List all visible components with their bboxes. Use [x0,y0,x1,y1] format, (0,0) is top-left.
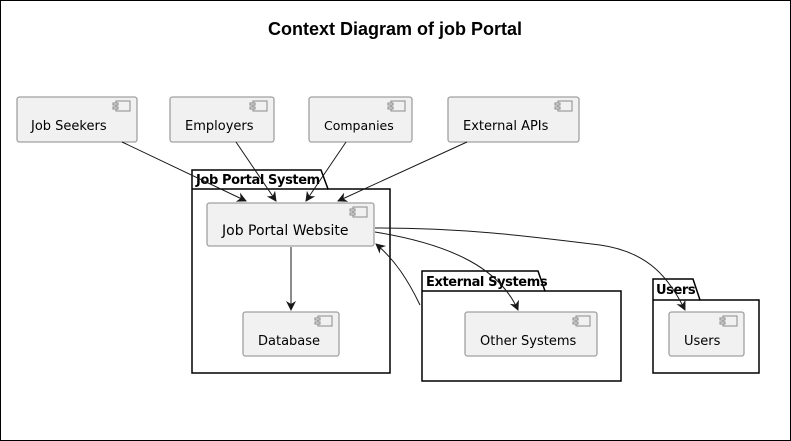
component-job-portal-website: Job Portal Website [206,202,375,247]
package-label-external-systems: External Systems [426,275,548,290]
component-job-seekers: Job Seekers [16,96,138,143]
package-label-users: Users [656,283,696,298]
component-companies: Companies [308,96,413,143]
component-label-job-portal-website: Job Portal Website [221,223,349,239]
component-label-other-systems: Other Systems [480,334,577,349]
edge-other-systems-to-website [375,243,421,306]
component-external-apis: External APIs [447,96,580,143]
package-label-job-portal-system: Job Portal System [195,173,320,188]
edge-external-apis-to-website [337,141,468,202]
component-other-systems: Other Systems [464,311,598,357]
component-icon [349,206,368,218]
edge-website-to-other-systems [374,231,519,311]
component-icon [249,100,268,112]
component-label-employers: Employers [185,119,254,134]
component-icon [719,315,738,327]
component-label-users: Users [684,334,721,349]
component-icon [387,100,406,112]
edge-companies-to-website [305,141,347,202]
component-label-external-apis: External APIs [463,119,549,134]
edge-job-seekers-to-website [121,141,247,202]
component-users: Users [668,311,745,357]
component-label-job-seekers: Job Seekers [30,119,107,134]
component-database: Database [242,311,340,357]
edge-employers-to-website [235,141,277,202]
component-label-database: Database [258,334,320,349]
diagram-title: Context Diagram of job Portal [268,19,522,39]
component-employers: Employers [169,96,275,143]
edge-website-to-users [374,227,686,311]
component-icon [554,100,573,112]
component-icon [112,100,131,112]
component-icon [314,315,333,327]
component-icon [572,315,591,327]
component-label-companies: Companies [324,118,394,133]
